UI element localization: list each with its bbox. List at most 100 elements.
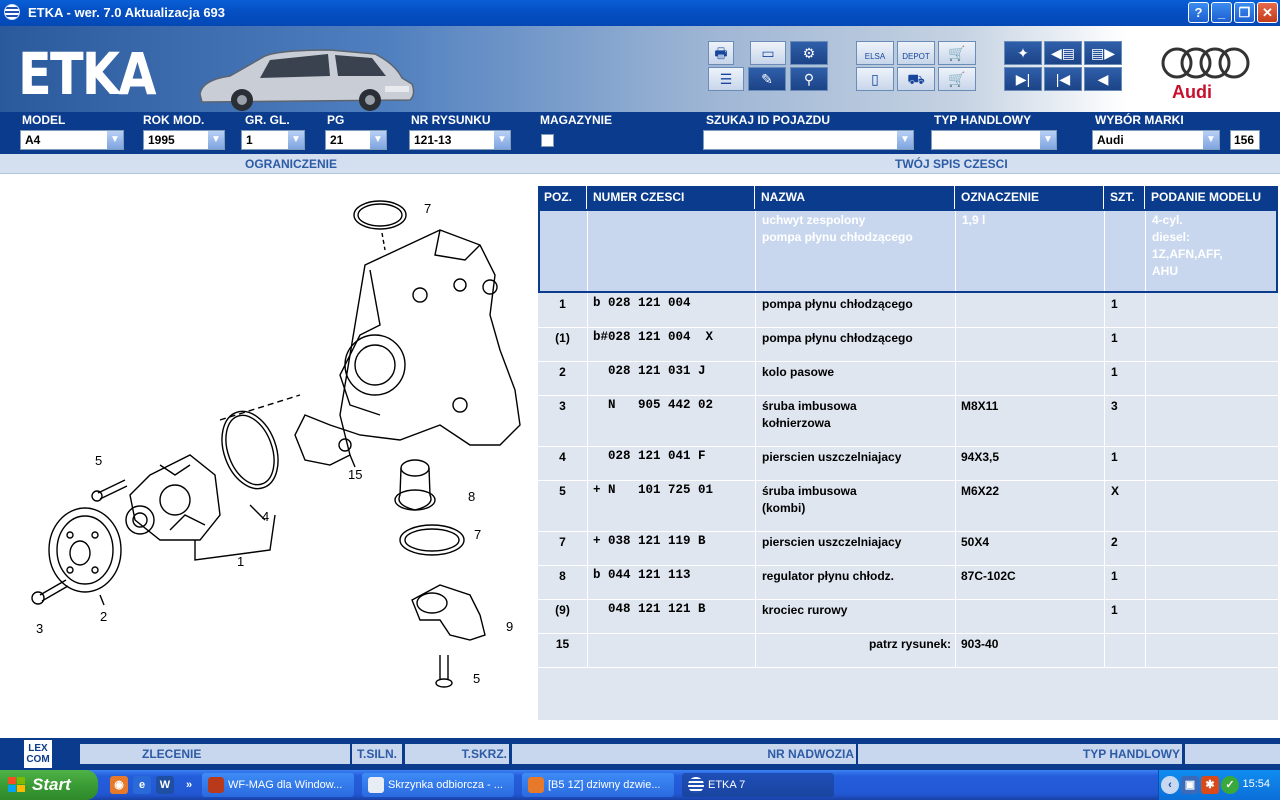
chevron-down-icon[interactable]: ▼	[1040, 131, 1056, 149]
next-page-icon[interactable]: ▤▶	[1084, 41, 1122, 65]
minimize-button[interactable]: _	[1211, 2, 1232, 23]
edit-icon[interactable]: ✎	[748, 67, 786, 91]
monitor-icon[interactable]: ▭	[750, 41, 786, 65]
row-number: 028 121 031 J	[593, 364, 706, 378]
antivirus-icon[interactable]: ✱	[1201, 776, 1219, 794]
row-pos: 4	[559, 450, 566, 464]
audi-rings-logo	[1161, 47, 1250, 79]
trade-type-label: TYP HANDLOWY	[934, 113, 1032, 127]
row-number: 028 121 041 F	[593, 449, 706, 463]
year-label: ROK MOD.	[143, 113, 205, 127]
chevron-down-icon[interactable]: ▼	[370, 131, 386, 149]
printer-icon[interactable]: 🖶	[708, 41, 734, 65]
task-mail[interactable]: Skrzynka odbiorcza - ...	[362, 773, 514, 797]
car-icon[interactable]: ⛟	[897, 67, 935, 91]
wfmag-icon	[208, 777, 224, 793]
restriction-link[interactable]: OGRANICZENIE	[245, 157, 338, 171]
stock-label: MAGAZYNIE	[540, 113, 612, 127]
prev-page-icon[interactable]: ◀▤	[1044, 41, 1082, 65]
trade-type-select[interactable]: ▼	[931, 130, 1057, 150]
windows-flag-icon	[8, 777, 25, 792]
exit-icon[interactable]: ▶|	[1004, 67, 1042, 91]
body-number-button[interactable]: NR NADWOZIA	[512, 744, 856, 764]
row-name: patrz rysunek:	[868, 637, 951, 651]
col-name[interactable]: NAZWA	[755, 186, 955, 209]
pin-icon[interactable]: ✦	[1004, 41, 1042, 65]
header-banner: ETKA 🖶 ▭ ⚙ ☰ ✎ ⚲ ELSA DEPOT 🛒 ▯ ⛟ 🛒 ✦ ◀▤…	[0, 26, 1280, 112]
row-designation: M8X11	[961, 399, 999, 413]
task-etka[interactable]: ETKA 7	[682, 773, 834, 797]
chevron-down-icon[interactable]: ▼	[897, 131, 913, 149]
exploded-drawing[interactable]: 7 5 8 7 4 15 1 2 3 9 5	[0, 175, 535, 735]
help-button[interactable]: ?	[1188, 2, 1209, 23]
row-pos: 7	[559, 535, 566, 549]
row-designation[interactable]: 903-40	[961, 637, 999, 651]
drawing-select[interactable]: 121-13▼	[409, 130, 511, 150]
row-qty: 1	[1111, 297, 1118, 311]
chevron-down-icon[interactable]: ▼	[494, 131, 510, 149]
brand-label: WYBÓR MARKI	[1095, 113, 1184, 127]
row-designation: 94X3,5	[961, 450, 1000, 464]
row-pos: 3	[559, 399, 566, 413]
word-icon[interactable]: W	[156, 776, 174, 794]
system-tray: ‹ ▣ ✱ ✓ 15:54	[1158, 770, 1280, 800]
row-name: regulator płynu chłodz.	[762, 569, 895, 583]
firefox-icon[interactable]: ◉	[110, 776, 128, 794]
parts-list-link[interactable]: TWÓJ SPIS CZESCI	[895, 157, 1008, 171]
depot-icon[interactable]: DEPOT	[897, 41, 935, 65]
parts-icon[interactable]: ⚙	[790, 41, 828, 65]
col-qty[interactable]: SZT.	[1104, 186, 1145, 209]
mail-icon	[368, 777, 384, 793]
col-model[interactable]: PODANIE MODELU	[1151, 190, 1262, 204]
engine-type-button[interactable]: T.SILN.	[352, 744, 402, 764]
cart-plus-icon[interactable]: 🛒	[938, 67, 976, 91]
pg-select[interactable]: 21▼	[325, 130, 387, 150]
col-designation[interactable]: OZNACZENIE	[955, 186, 1104, 209]
device-icon[interactable]: ▯	[856, 67, 894, 91]
filter-bar: MODEL A4▼ ROK MOD. 1995▼ GR. GL. 1▼ PG 2…	[0, 112, 1280, 154]
group-designation: 1,9 l	[962, 213, 986, 227]
group-select[interactable]: 1▼	[241, 130, 305, 150]
vehicle-id-select[interactable]: ▼	[703, 130, 914, 150]
ie-icon[interactable]: e	[133, 776, 151, 794]
pg-label: PG	[327, 113, 345, 127]
trade-type-button[interactable]: TYP HANDLOWY	[858, 744, 1182, 764]
cart-icon[interactable]: 🛒	[938, 41, 976, 65]
chevron-down-icon[interactable]: ▼	[1203, 131, 1219, 149]
vehicle-id-label: SZUKAJ ID POJAZDU	[706, 113, 831, 127]
row-name-2: kołnierzowa	[762, 416, 831, 430]
task-wfmag[interactable]: WF-MAG dla Window...	[202, 773, 354, 797]
model-label: MODEL	[22, 113, 66, 127]
col-pos[interactable]: POZ.	[538, 186, 587, 209]
list-icon[interactable]: ☰	[708, 67, 744, 91]
row-number: + 038 121 119 B	[593, 534, 706, 548]
network-icon[interactable]: ▣	[1181, 776, 1199, 794]
back-icon[interactable]: ◀	[1084, 67, 1122, 91]
chevron-down-icon[interactable]: ▼	[208, 131, 224, 149]
row-pos: 2	[559, 365, 566, 379]
close-button[interactable]: ✕	[1257, 2, 1278, 23]
tray-expand-icon[interactable]: ‹	[1161, 776, 1179, 794]
stock-checkbox[interactable]	[541, 134, 554, 147]
task-firefox[interactable]: [B5 1Z] dziwny dzwie...	[522, 773, 674, 797]
row-designation: M6X22	[961, 484, 1000, 498]
gearbox-type-button[interactable]: T.SKRZ.	[405, 744, 509, 764]
chevron-down-icon[interactable]: ▼	[288, 131, 304, 149]
maximize-button[interactable]: ❐	[1234, 2, 1255, 23]
brand-select[interactable]: Audi▼	[1092, 130, 1220, 150]
col-number[interactable]: NUMER CZESCI	[587, 186, 755, 209]
row-designation: 87C-102C	[961, 569, 1016, 583]
order-button[interactable]: ZLECENIE	[80, 744, 350, 764]
chevron-down-icon[interactable]: ▼	[107, 131, 123, 149]
group-row[interactable]: uchwyt zespolony pompa płynu chłodzącego…	[538, 209, 1278, 293]
elsa-icon[interactable]: ELSA	[856, 41, 894, 65]
security-icon[interactable]: ✓	[1221, 776, 1239, 794]
first-icon[interactable]: |◀	[1044, 67, 1082, 91]
bike-icon[interactable]: ⚲	[790, 67, 828, 91]
model-select[interactable]: A4▼	[20, 130, 124, 150]
clock[interactable]: 15:54	[1242, 778, 1270, 790]
more-quicklaunch-icon[interactable]: »	[185, 779, 193, 791]
year-select[interactable]: 1995▼	[143, 130, 225, 150]
start-button[interactable]: Start	[0, 770, 98, 800]
